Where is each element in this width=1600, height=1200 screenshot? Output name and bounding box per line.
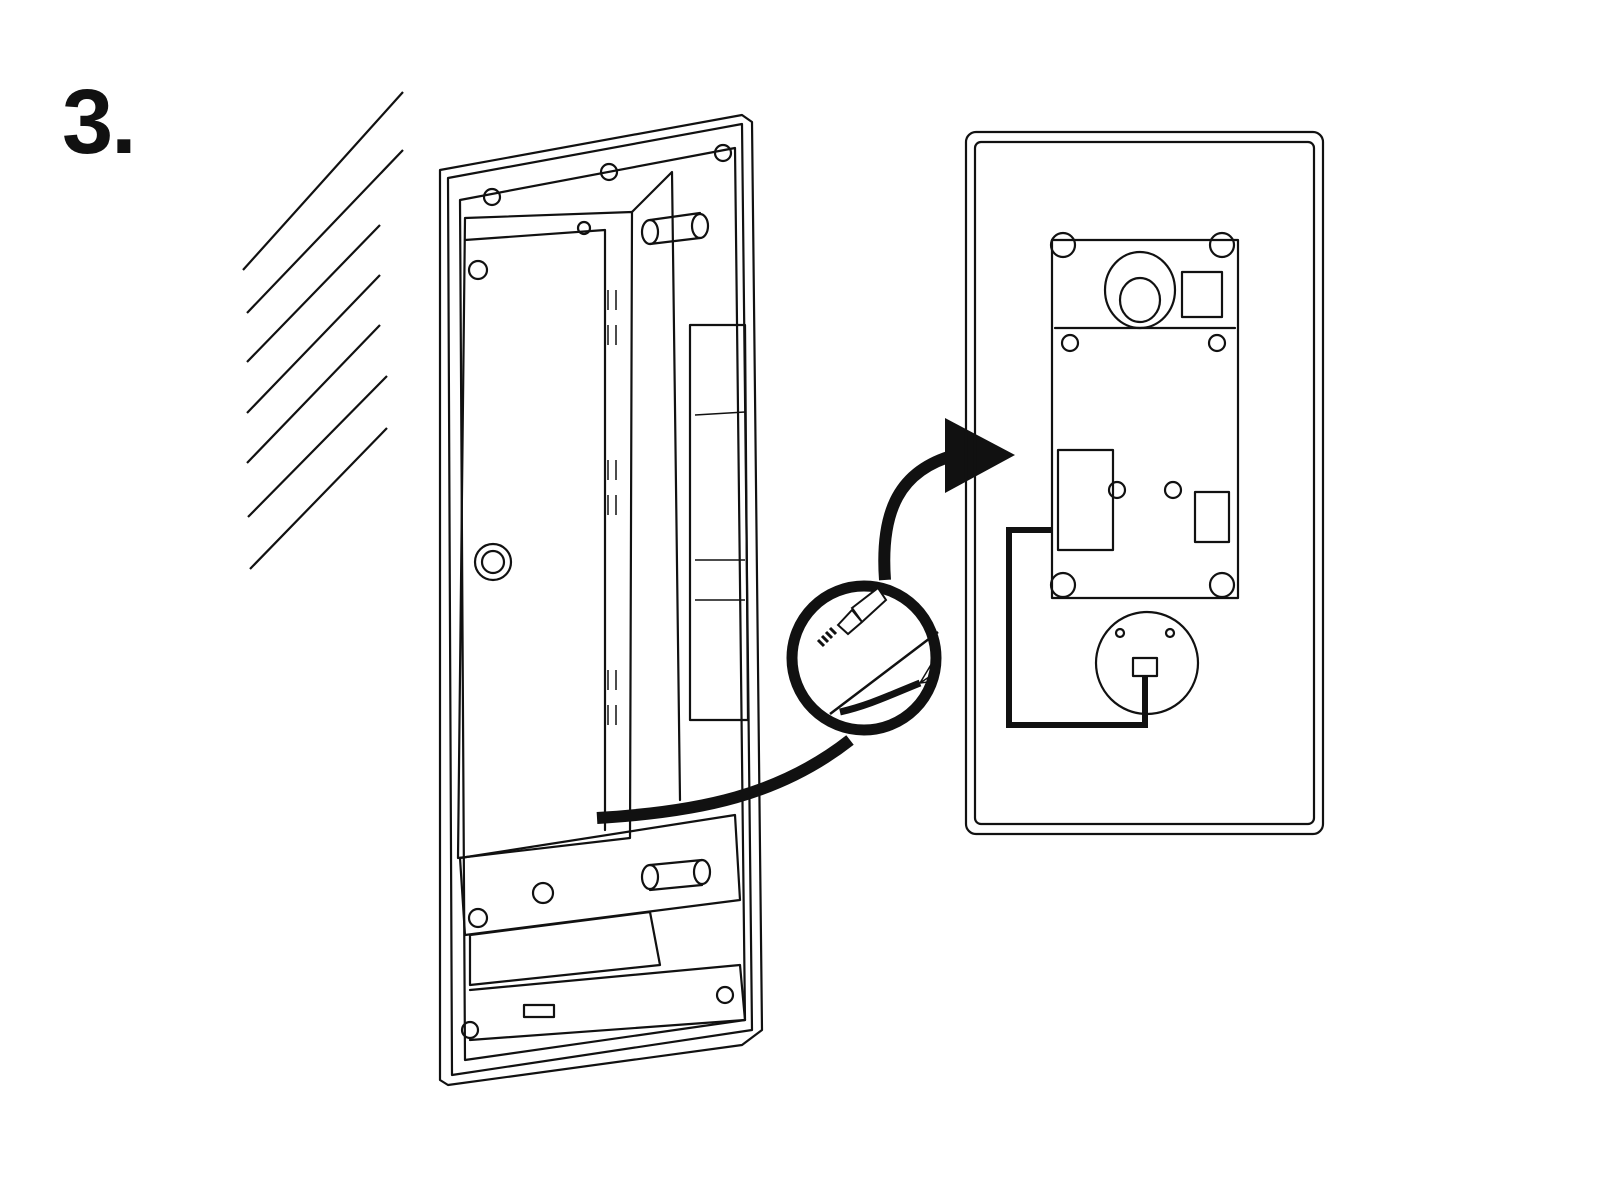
screws (1049, 231, 1236, 599)
clips (607, 290, 617, 725)
step-number: 3. (62, 71, 137, 173)
mounting-posts (640, 211, 712, 892)
flush-back-box (438, 113, 764, 1087)
wall-hatching (242, 91, 404, 570)
arrow-icon (878, 418, 1015, 581)
cable (596, 580, 942, 824)
screw-holes (460, 143, 735, 1040)
intercom-panel (964, 130, 1325, 836)
